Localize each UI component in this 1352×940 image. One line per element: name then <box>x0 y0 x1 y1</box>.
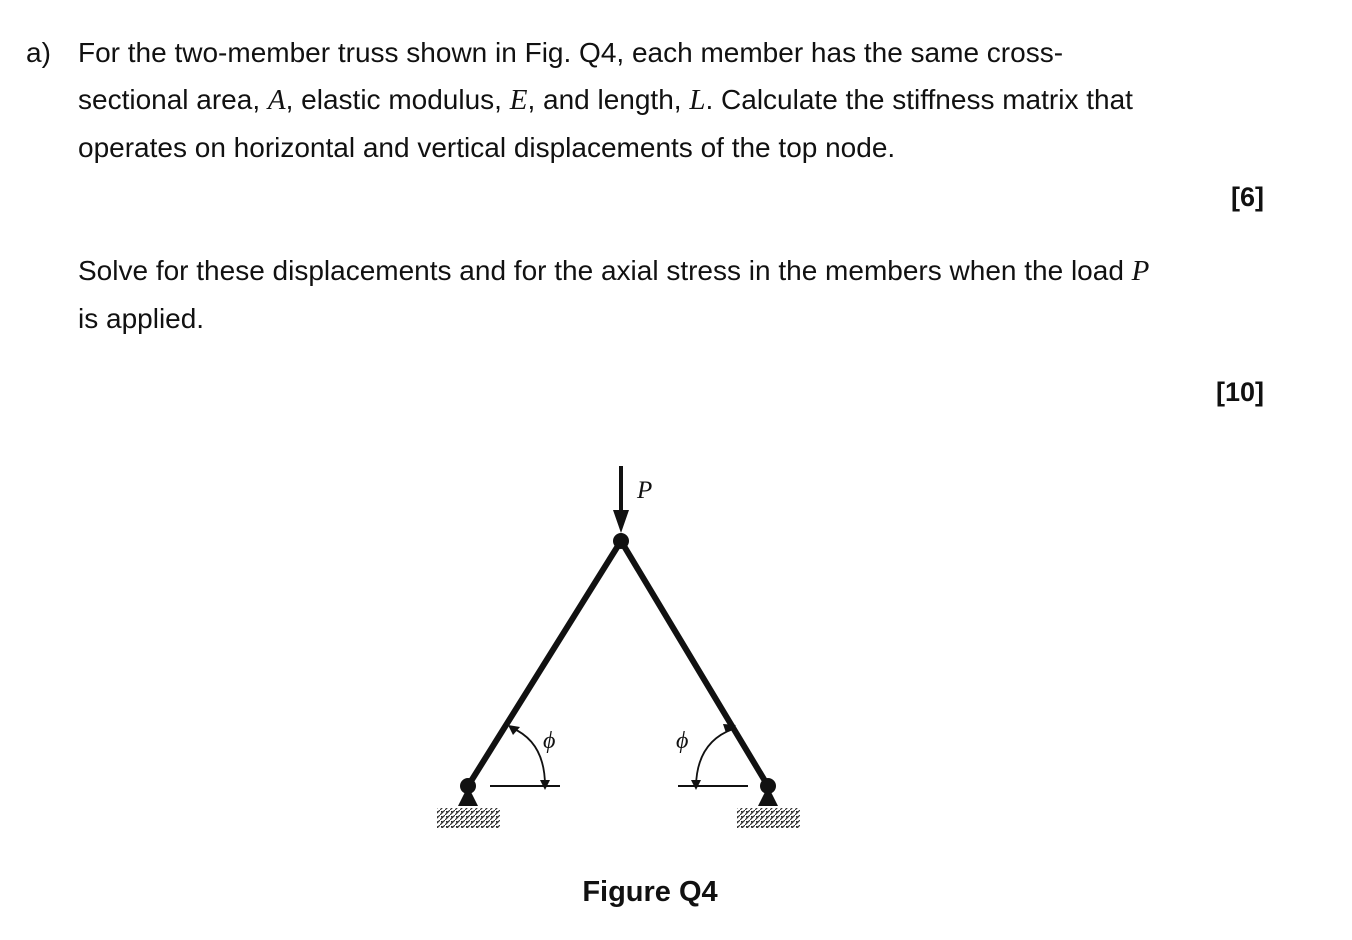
part2-line-2: is applied. <box>78 303 205 334</box>
marks-part-1: [6] <box>1231 182 1264 212</box>
part1-line-2-text-c: , and length, <box>527 84 690 115</box>
left-angle-indicator <box>490 725 560 790</box>
angle-label-left: ϕ <box>543 728 555 754</box>
part1-line-2-text-a: sectional area, <box>78 84 268 115</box>
right-support <box>737 778 800 828</box>
question-label: a) <box>26 37 51 68</box>
variable-A: A <box>267 84 286 116</box>
top-node <box>613 533 629 549</box>
question-part-2: Solve for these displacements and for th… <box>78 247 1278 342</box>
part1-line-2-text-d: . Calculate the stiffness matrix that <box>705 84 1133 115</box>
part1-line-2-text-b: , elastic modulus, <box>285 84 510 115</box>
variable-L: L <box>689 84 706 116</box>
part1-line-1: For the two-member truss shown in Fig. Q… <box>78 37 1064 68</box>
right-angle-indicator <box>678 724 748 790</box>
question-part-1: For the two-member truss shown in Fig. Q… <box>78 29 1278 171</box>
figure-caption: Figure Q4 <box>582 876 718 908</box>
left-support <box>437 778 500 828</box>
load-label: P <box>636 477 652 504</box>
truss-member-right <box>618 539 771 788</box>
load-arrow <box>613 466 629 533</box>
variable-E: E <box>509 84 528 116</box>
truss-member-left <box>465 539 624 788</box>
part1-line-3: operates on horizontal and vertical disp… <box>78 132 896 163</box>
angle-label-right: ϕ <box>676 728 688 754</box>
marks-part-2: [10] <box>1215 377 1264 407</box>
part1-line-2: sectional area, A, elastic modulus, E, a… <box>78 76 1278 124</box>
part2-line-1-text: Solve for these displacements and for th… <box>78 255 1132 286</box>
part2-line-1: Solve for these displacements and for th… <box>78 247 1278 295</box>
variable-P: P <box>1131 255 1150 287</box>
